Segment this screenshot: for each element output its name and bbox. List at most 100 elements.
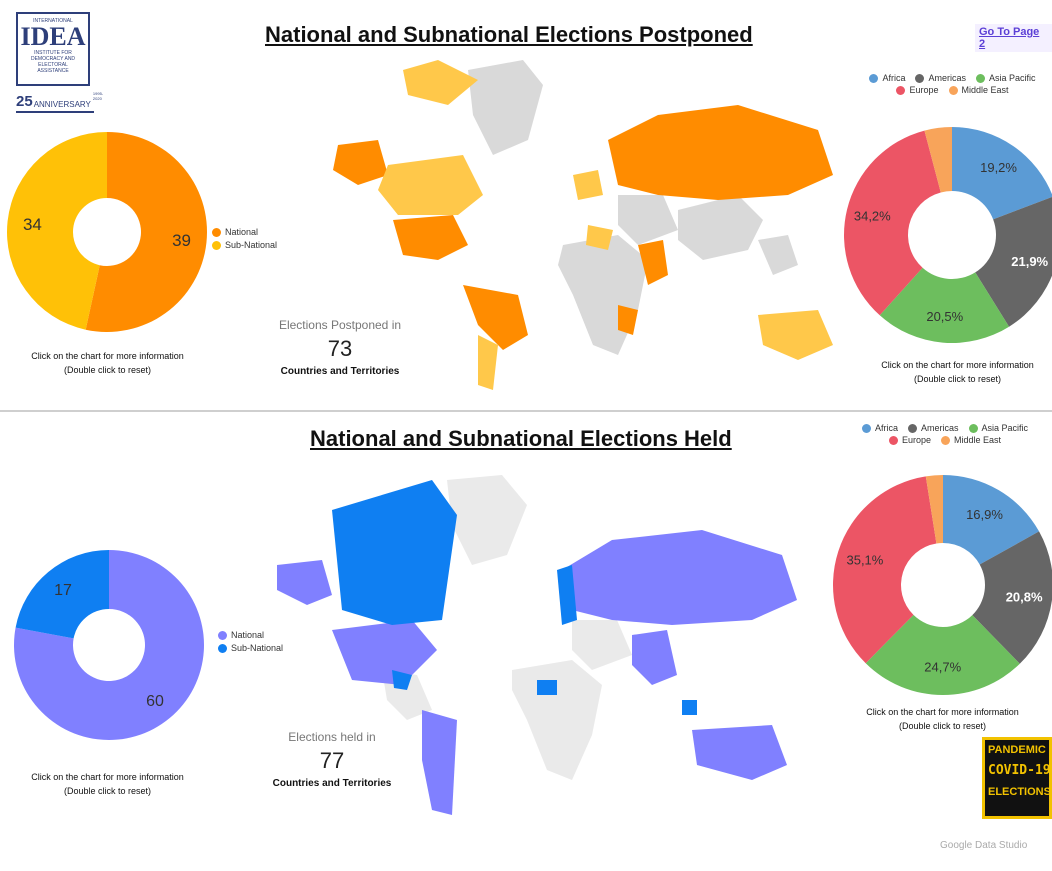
caption-line: Click on the chart for more information <box>31 351 184 361</box>
slice-national[interactable] <box>85 132 207 332</box>
legend-dot <box>218 630 227 640</box>
held-region-caption: Click on the chart for more information … <box>850 705 1035 733</box>
postponed-type-caption: Click on the chart for more information … <box>0 349 215 377</box>
legend-asia-pacific[interactable]: Asia Pacific <box>976 73 1036 83</box>
slice-americas[interactable] <box>975 196 1052 327</box>
map-subnational <box>378 60 833 390</box>
slice-national[interactable] <box>14 550 205 740</box>
anniversary-years: 1995-2020 <box>92 91 104 101</box>
held-stat-sub: Countries and Territories <box>272 778 392 789</box>
legend-middle-east[interactable]: Middle East <box>948 85 1009 95</box>
slice-africa[interactable] <box>952 127 1052 220</box>
held-stat: Elections held in 77 Countries and Terri… <box>262 730 402 789</box>
legend-label: Sub-National <box>231 643 284 653</box>
slice-africa[interactable] <box>943 475 1040 565</box>
legend-dot <box>869 73 879 83</box>
held-type-caption: Click on the chart for more information … <box>0 770 215 798</box>
postponed-region-donut[interactable]: 19,2%21,9%20,5%34,2% <box>840 115 1052 355</box>
caption-line: (Double click to reset) <box>63 786 152 796</box>
legend-national[interactable]: National <box>212 227 277 237</box>
legend-dot <box>212 240 221 250</box>
held-stat-label: Elections held in <box>288 730 376 744</box>
legend-national[interactable]: National <box>218 630 283 640</box>
legend-dot <box>968 423 978 433</box>
legend-dot <box>915 73 925 83</box>
postponed-region-caption: Click on the chart for more information … <box>860 358 1052 386</box>
logo-line: ASSISTANCE <box>37 68 69 74</box>
legend-americas[interactable]: Americas <box>915 73 966 83</box>
legend-dot <box>896 85 906 95</box>
held-region-donut[interactable]: 16,9%20,8%24,7%35,1% <box>825 465 1052 705</box>
legend-dot <box>212 227 221 237</box>
legend-label: Asia Pacific <box>981 423 1029 433</box>
legend-europe[interactable]: Europe <box>896 85 939 95</box>
slice-label: 39 <box>172 231 191 250</box>
slice-label: 19,2% <box>980 160 1017 175</box>
legend-dot <box>218 643 227 653</box>
postponed-stat-value: 73 <box>327 336 353 361</box>
badge-line: COVID-19 <box>988 763 1051 778</box>
postponed-type-legend: National Sub-National <box>212 227 277 250</box>
pandemic-badge[interactable]: PANDEMIC COVID-19 ELECTIONS <box>982 737 1052 819</box>
legend-europe[interactable]: Europe <box>888 435 931 445</box>
map-national <box>277 530 797 815</box>
held-title: National and Subnational Elections Held <box>310 426 732 451</box>
slice-middle-east[interactable] <box>925 475 943 544</box>
caption-line: Click on the chart for more information <box>881 360 1034 370</box>
postponed-stat-label: Elections Postponed in <box>278 318 402 332</box>
slice-label: 34 <box>23 215 42 234</box>
footer-brand: Google Data Studio <box>940 840 1028 851</box>
legend-label: National <box>225 227 259 237</box>
section-divider <box>0 410 1052 412</box>
slice-label: 35,1% <box>846 552 883 567</box>
go-to-page-2-link[interactable]: Go To Page 2 <box>975 24 1052 52</box>
held-region-legend: Africa Americas Asia Pacific Europe Midd… <box>845 423 1045 445</box>
slice-label: 34,2% <box>854 208 891 223</box>
anniversary-number: 25 <box>16 93 33 110</box>
slice-europe[interactable] <box>833 476 937 664</box>
slice-americas[interactable] <box>972 531 1052 664</box>
logo-line: ELECTORAL <box>38 62 68 68</box>
legend-label: Americas <box>928 73 966 83</box>
slice-middle-east[interactable] <box>924 127 952 193</box>
legend-asia-pacific[interactable]: Asia Pacific <box>968 423 1029 433</box>
caption-line: Click on the chart for more information <box>31 772 184 782</box>
postponed-world-map[interactable] <box>318 45 838 400</box>
badge-line: ELECTIONS <box>988 786 1051 798</box>
caption-line: Click on the chart for more information <box>866 707 1019 717</box>
legend-dot <box>941 435 950 445</box>
slice-asia-pacific[interactable] <box>865 614 1020 695</box>
slice-label: 17 <box>54 582 72 599</box>
legend-sub-national[interactable]: Sub-National <box>212 240 277 250</box>
logo-line: DEMOCRACY AND <box>30 56 76 62</box>
slice-sub-national[interactable] <box>15 550 109 639</box>
legend-label: Europe <box>901 435 931 445</box>
slice-sub-national[interactable] <box>6 132 108 330</box>
legend-africa[interactable]: Africa <box>861 423 898 433</box>
postponed-type-donut[interactable]: 39 34 <box>5 130 210 335</box>
legend-label: Sub-National <box>225 240 278 250</box>
logo-line: INTERNATIONAL <box>33 18 73 24</box>
legend-sub-national[interactable]: Sub-National <box>218 643 283 653</box>
held-world-map[interactable] <box>272 470 812 815</box>
caption-line: (Double click to reset) <box>63 365 152 375</box>
idea-logo: INTERNATIONAL IDEA INSTITUTE FOR DEMOCRA… <box>16 12 103 120</box>
caption-line: (Double click to reset) <box>913 374 1002 384</box>
slice-label: 16,9% <box>966 507 1003 522</box>
badge-line: PANDEMIC <box>988 744 1046 756</box>
slice-label: 24,7% <box>924 660 961 675</box>
legend-middle-east[interactable]: Middle East <box>941 435 1001 445</box>
legend-label: Middle East <box>961 85 1009 95</box>
map-national <box>333 105 833 350</box>
legend-label: Africa <box>882 73 906 83</box>
legend-dot <box>861 423 871 433</box>
slice-europe[interactable] <box>844 130 941 316</box>
legend-americas[interactable]: Americas <box>907 423 959 433</box>
legend-label: Americas <box>920 423 959 433</box>
legend-africa[interactable]: Africa <box>869 73 905 83</box>
postponed-title: National and Subnational Elections Postp… <box>265 22 753 47</box>
legend-label: Africa <box>874 423 898 433</box>
slice-asia-pacific[interactable] <box>879 267 1010 343</box>
map-subnational <box>332 480 697 715</box>
